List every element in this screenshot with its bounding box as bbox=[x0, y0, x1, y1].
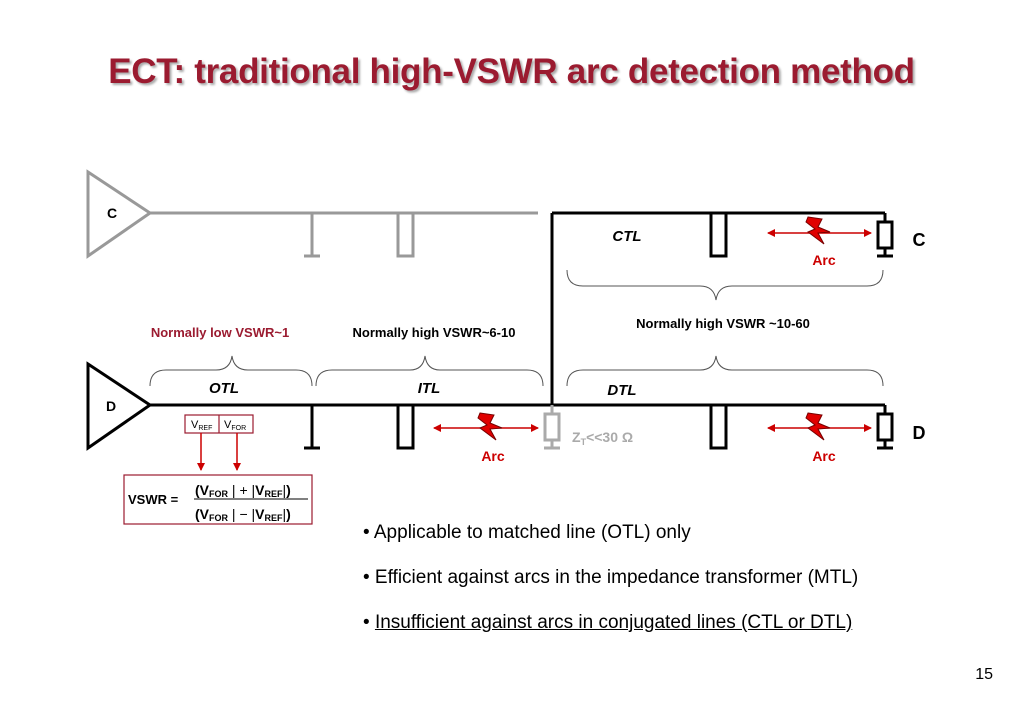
otl-brace bbox=[149, 355, 313, 387]
load-c-resistor bbox=[876, 220, 894, 258]
load-d-label: D bbox=[913, 423, 926, 443]
vfor-label: VFOR bbox=[224, 419, 246, 432]
page-number: 15 bbox=[975, 666, 993, 683]
ctl-dtl-vswr-note: Normally high VSWR ~10-60 bbox=[636, 316, 810, 331]
braces bbox=[149, 269, 884, 387]
lightning-icon bbox=[477, 412, 503, 441]
bullet-item: • Insufficient against arcs in conjugate… bbox=[363, 612, 853, 633]
formula-lhs: VSWR = bbox=[128, 492, 179, 507]
otl-label: OTL bbox=[209, 380, 239, 397]
load-d-resistor bbox=[876, 412, 894, 450]
itl-brace bbox=[315, 355, 544, 387]
underlined-text: Insufficient against arcs in conjugated … bbox=[374, 612, 853, 633]
arc-itl-marker: Arc bbox=[433, 412, 539, 464]
dtl-brace bbox=[566, 355, 884, 387]
source-c-triangle bbox=[86, 169, 153, 259]
bullet-item: • Applicable to matched line (OTL) only bbox=[363, 522, 691, 543]
arc-label: Arc bbox=[812, 252, 836, 268]
ctl-label: CTL bbox=[612, 228, 641, 245]
zt-resistor bbox=[543, 405, 561, 450]
bullet-item: • Efficient against arcs in the impedanc… bbox=[363, 567, 859, 588]
dtl-label: DTL bbox=[607, 382, 636, 399]
source-d-label: D bbox=[106, 398, 116, 414]
itl-label: ITL bbox=[418, 380, 441, 397]
source-d-triangle bbox=[86, 361, 153, 451]
lightning-icon bbox=[805, 216, 831, 245]
itl-vswr-note: Normally high VSWR~6-10 bbox=[353, 325, 516, 340]
vref-label: VREF bbox=[191, 419, 212, 432]
lightning-icon bbox=[805, 412, 831, 441]
otl-vswr-note: Normally low VSWR~1 bbox=[151, 325, 289, 340]
main-d-path bbox=[86, 361, 887, 451]
ctl-brace bbox=[566, 269, 884, 301]
zt-label: ZT<<30 Ω bbox=[572, 429, 633, 447]
arc-dtl-marker: Arc bbox=[767, 412, 872, 464]
coupler-box: VREF VFOR bbox=[184, 414, 254, 471]
arc-label: Arc bbox=[481, 448, 505, 464]
load-c-label: C bbox=[913, 230, 926, 250]
arc-label: Arc bbox=[812, 448, 836, 464]
arc-ctl-marker: Arc bbox=[767, 216, 872, 268]
vswr-formula: VSWR = (VFOR | + |VREF|) (VFOR | − |VREF… bbox=[123, 474, 313, 525]
page-title: ECT: traditional high-VSWR arc detection… bbox=[108, 52, 915, 91]
ctl-branch-path bbox=[550, 211, 887, 405]
source-c-label: C bbox=[107, 205, 117, 221]
gray-c-path bbox=[86, 169, 538, 259]
bullet-list: • Applicable to matched line (OTL) only … bbox=[363, 522, 858, 657]
